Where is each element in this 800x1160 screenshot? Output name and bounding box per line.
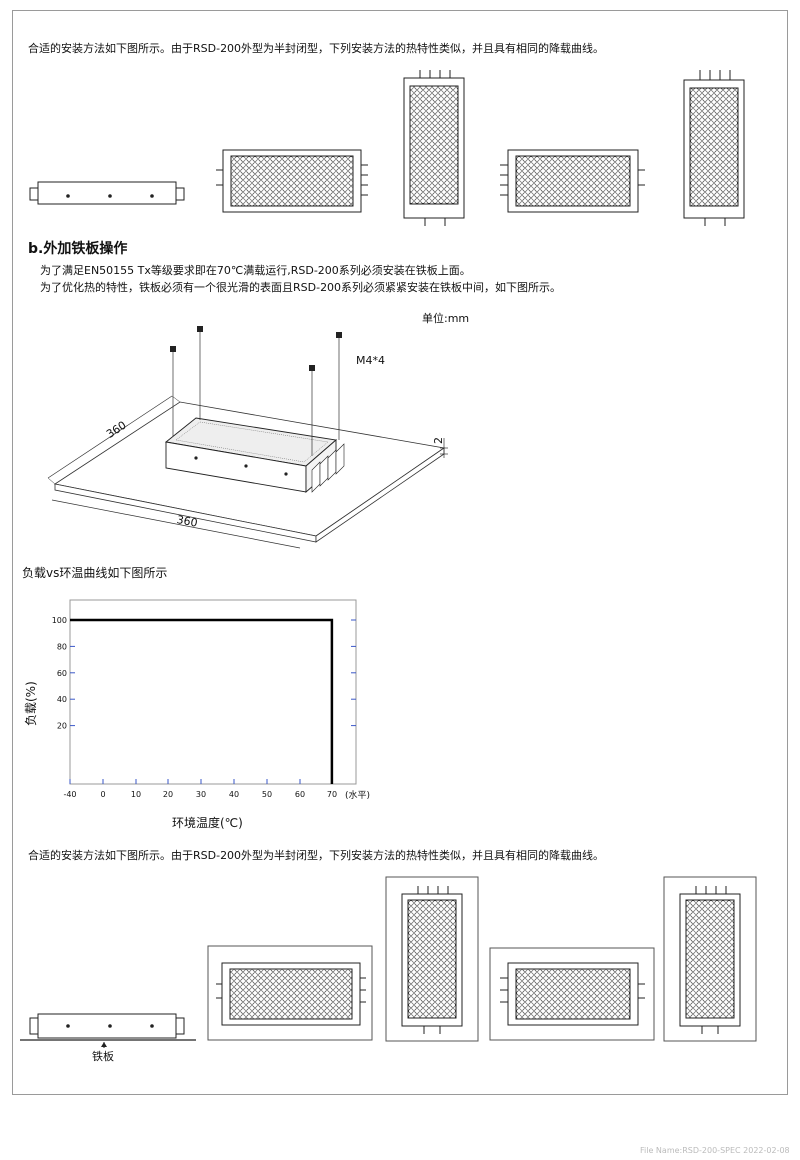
bottom-mounting-views [20,876,757,1048]
top-vertical-view-1 [403,70,465,226]
y-tick-label: 40 [57,695,67,704]
derating-chart: -40 0 10 20 30 40 50 60 70 100 80 60 40 20 [52,599,357,799]
y-tick-label: 20 [57,722,67,731]
y-tick-label: 80 [57,642,67,651]
x-unit-label: (水平) [345,791,371,801]
chart-heading: 负载vs环温曲线如下图所示 [22,566,168,580]
top-horizontal-view-2 [500,149,645,213]
plate-label: 铁板 [92,1050,114,1063]
page-frame [12,10,788,1095]
chart-frame [69,599,357,785]
screw-3 [309,365,315,456]
x-tick-label: 10 [131,790,141,799]
iron-plate-drawing [47,326,448,549]
screw-1 [170,346,176,436]
unit-label: 单位:mm [422,312,470,325]
section-b-line1: 为了满足EN50155 Tx等级要求即在70℃满载运行,RSD-200系列必须安… [40,264,471,277]
bottom-text: 合适的安装方法如下图所示。由于RSD-200外型为半封闭型，下列安装方法的热特性… [28,849,605,862]
x-tick-label: 30 [196,790,206,799]
top-vertical-view-2 [683,70,745,226]
x-tick-label: 20 [163,790,173,799]
y-tick-label: 60 [57,669,67,678]
y-tick-label: 100 [52,616,67,625]
screw-2 [197,326,203,420]
top-side-view [29,181,185,205]
top-horizontal-view-1 [216,149,368,213]
x-tick-label: -40 [63,790,76,799]
intro-text: 合适的安装方法如下图所示。由于RSD-200外型为半封闭型，下列安装方法的热特性… [28,42,605,55]
screw-label: M4*4 [356,354,385,367]
screw-4 [336,332,342,440]
section-b-line2: 为了优化热的特性，铁板必须有一个很光滑的表面且RSD-200系列必须紧紧安装在铁… [40,281,562,294]
x-tick-label: 0 [100,790,105,799]
top-mounting-views [29,70,745,226]
x-tick-label: 70 [327,790,337,799]
section-b-title: b.外加铁板操作 [28,241,128,257]
x-axis-title: 环境温度(℃) [172,816,243,830]
x-tick-label: 50 [262,790,272,799]
x-tick-label: 60 [295,790,305,799]
footer-filename: File Name:RSD-200-SPEC 2022-02-08 [640,1146,790,1155]
x-tick-label: 40 [229,790,239,799]
derating-line [70,618,334,784]
